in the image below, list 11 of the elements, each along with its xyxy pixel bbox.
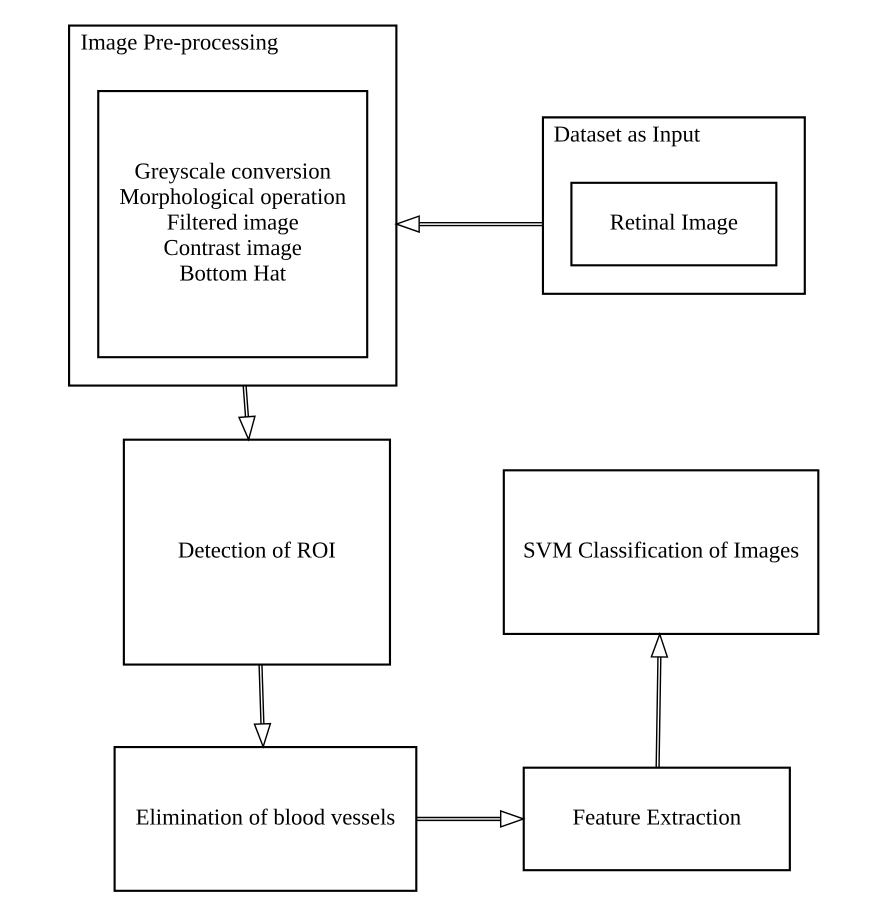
arrow — [650, 632, 668, 768]
node-box: Feature Extraction — [522, 766, 791, 872]
node-box: Greyscale conversion Morphological operation Filtered image Contrast image Bottom Hat — [97, 90, 368, 358]
node-box: Detection of ROI — [122, 438, 392, 666]
node-box: Elimination of blood vessels — [114, 746, 418, 892]
node-box: SVM Classification of Images — [502, 469, 820, 635]
arrow — [238, 385, 256, 442]
node-box: Retinal Image — [570, 182, 778, 266]
arrow — [394, 215, 543, 234]
arrow — [253, 664, 272, 749]
arrow — [416, 810, 526, 828]
